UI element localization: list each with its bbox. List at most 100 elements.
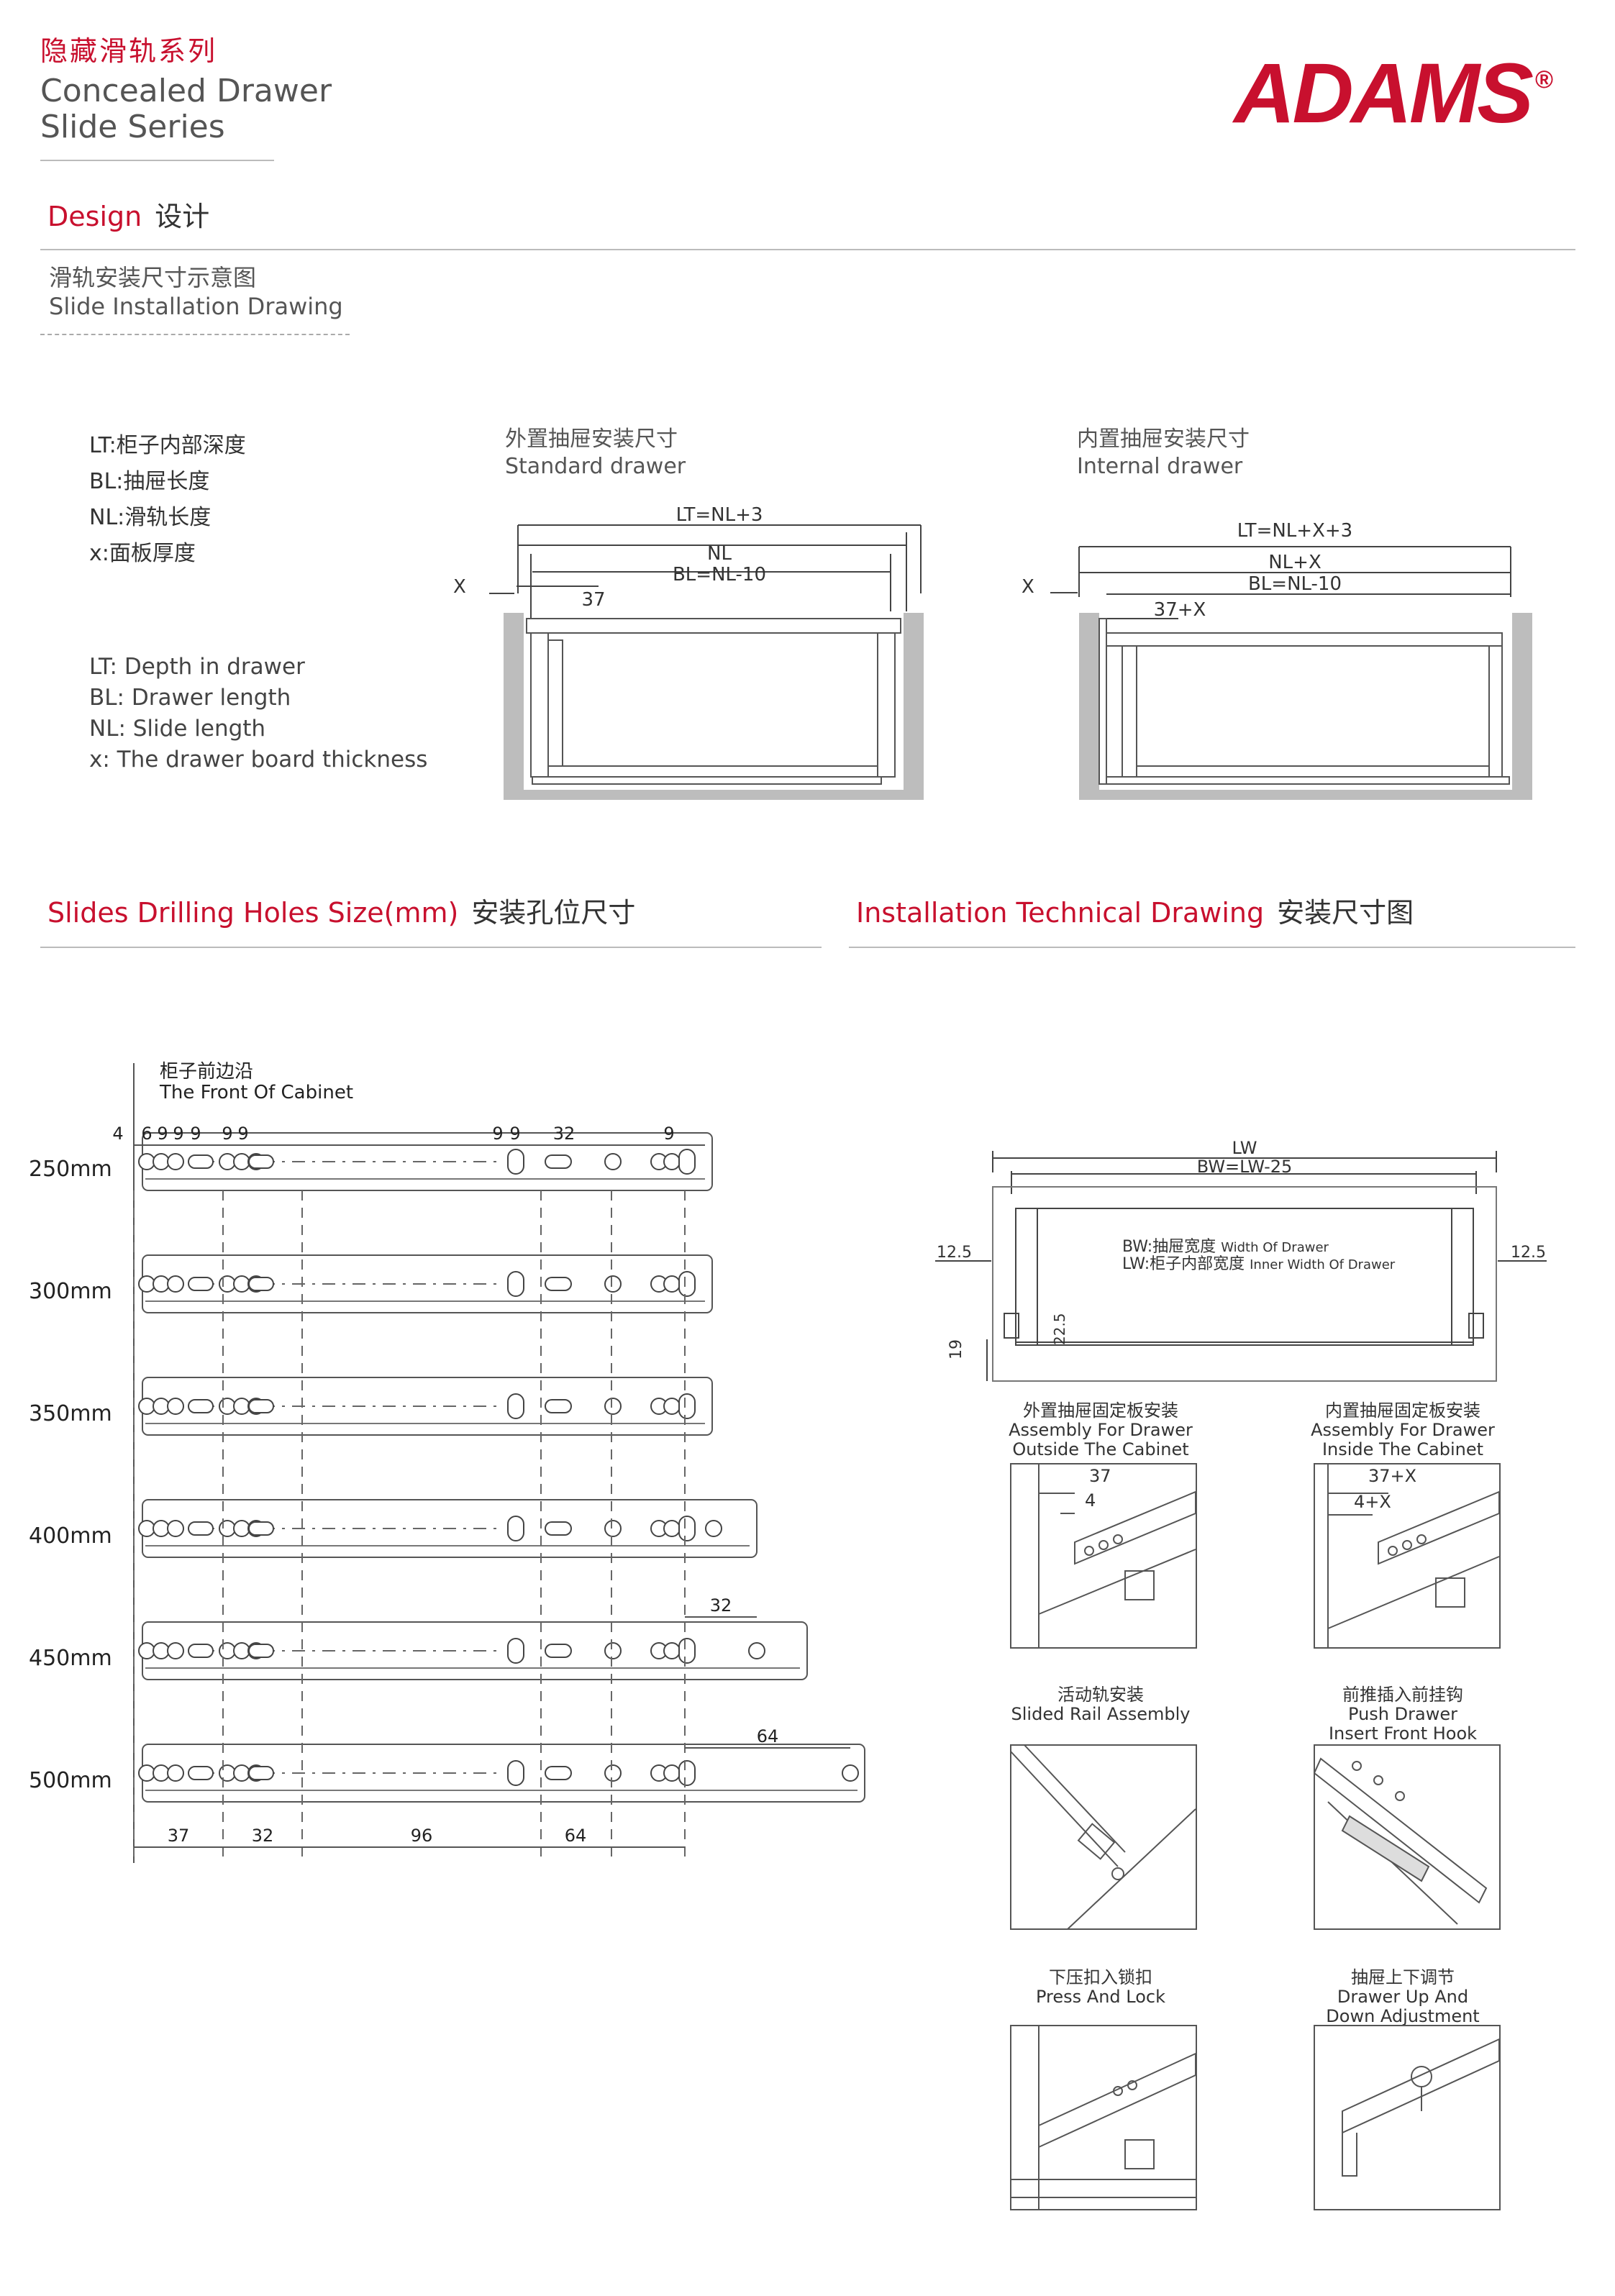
step-4-caption: 前推插入前挂钩 Push Drawer Insert Front Hook (1280, 1685, 1525, 1744)
dim-37-standard: 37 (581, 589, 605, 611)
design-heading-en: Design (47, 201, 142, 232)
standard-cabinet-right (904, 613, 924, 800)
legend-en-nl: NL: Slide length (89, 716, 266, 742)
hole-round (138, 1153, 155, 1170)
cabinet-width-diagram: LW BW=LW-25 12.5 12.5 19 22.5 BW:抽屉宽度 Wi… (935, 1138, 1547, 1382)
hole-round (233, 1642, 250, 1659)
hole-round (153, 1764, 170, 1782)
drill-rail-300mm: 300mm (29, 1254, 713, 1313)
hole-round (604, 1520, 622, 1537)
hole-slot (248, 1521, 274, 1536)
design-rule (40, 249, 1575, 250)
front-of-cabinet-cn: 柜子前边沿 (160, 1061, 253, 1083)
series-title-en-line1: Concealed Drawer (40, 73, 332, 109)
hole-round (167, 1153, 184, 1170)
bottom-dim-label: 96 (411, 1826, 433, 1846)
hole-round (233, 1275, 250, 1293)
hole-oval (507, 1516, 524, 1541)
hole-round (663, 1642, 681, 1659)
hole-round (219, 1642, 236, 1659)
hole-round (663, 1275, 681, 1293)
step-2-cn: 内置抽屉固定板安装 (1325, 1400, 1480, 1421)
header-underline (40, 160, 274, 161)
hole-oval (678, 1393, 696, 1419)
legend-cn-bl: BL:抽屉长度 (89, 469, 210, 494)
hole-round (153, 1642, 170, 1659)
dim-19: 19 (947, 1339, 965, 1359)
dim-12-5-left: 12.5 (937, 1244, 972, 1262)
dim-x-standard: X (453, 576, 466, 598)
step-1-dim-4: 4 (1085, 1490, 1096, 1511)
hole-slot (248, 1399, 274, 1413)
step-5-illustration (1010, 2025, 1197, 2210)
hole-round (167, 1764, 184, 1782)
internal-cabinet-right (1512, 613, 1532, 800)
rail-size-label: 250mm (29, 1157, 112, 1182)
step-2-dim-37x: 37+X (1368, 1466, 1416, 1486)
hole-oval (507, 1393, 524, 1419)
top-dim-label: 9 (663, 1124, 674, 1144)
drilling-holes-diagram: 柜子前边沿 The Front Of Cabinet 250mm300mm350… (29, 1061, 865, 1863)
top-dim-label: 9 (222, 1124, 232, 1144)
legend-en-bl: BL: Drawer length (89, 685, 291, 711)
internal-drawer-title-cn: 内置抽屉安装尺寸 (1077, 427, 1250, 452)
subtitle-dashed-rule (40, 334, 350, 335)
dim-nl-standard: NL (707, 543, 732, 565)
hole-round (138, 1398, 155, 1415)
drill-heading-cn: 安装孔位尺寸 (471, 897, 636, 929)
brand-logo: ADAMS® (1234, 45, 1553, 142)
hole-round (167, 1398, 184, 1415)
dim-bw: BW=LW-25 (1197, 1157, 1293, 1177)
top-dim-label: 9 (237, 1124, 248, 1144)
install-drawing-subtitle: 滑轨安装尺寸示意图 Slide Installation Drawing (49, 263, 343, 321)
step-2-en1: Assembly For Drawer (1311, 1420, 1495, 1440)
hole-round (219, 1520, 236, 1537)
legend-cn: LT:柜子内部深度 BL:抽屉长度 NL:滑轨长度 x:面板厚度 (89, 428, 246, 572)
hole-oval (507, 1149, 524, 1175)
internal-cabinet-floor (1079, 790, 1525, 800)
hole-round (219, 1275, 236, 1293)
hole-slot (545, 1766, 572, 1780)
top-dim-label: 4 (112, 1124, 123, 1144)
hole-round (153, 1275, 170, 1293)
drill-heading: Slides Drilling Holes Size(mm)安装孔位尺寸 (47, 890, 635, 930)
dim-37x-internal: 37+X (1154, 599, 1206, 621)
top-dim-label: 6 (141, 1124, 152, 1144)
legend-en-lt: LT: Depth in drawer (89, 654, 305, 680)
standard-drawer-title: 外置抽屉安装尺寸 Standard drawer (505, 426, 686, 480)
bottom-dim-label: 37 (168, 1826, 190, 1846)
top-dim-label: 9 (173, 1124, 183, 1144)
hole-round (705, 1520, 722, 1537)
legend-en: LT: Depth in drawer BL: Drawer length NL… (89, 652, 427, 775)
hole-round (663, 1398, 681, 1415)
front-of-cabinet-en: The Front Of Cabinet (159, 1082, 353, 1103)
step-3-caption: 活动轨安装 Slided Rail Assembly (978, 1685, 1223, 1724)
hole-slot (248, 1277, 274, 1291)
legend-cn-lt: LT:柜子内部深度 (89, 433, 246, 458)
install-drawing-subtitle-cn: 滑轨安装尺寸示意图 (49, 264, 257, 291)
hole-slot (188, 1521, 214, 1536)
step-1-caption: 外置抽屉固定板安装 Assembly For Drawer Outside Th… (978, 1401, 1223, 1459)
step-6-caption: 抽屉上下调节 Drawer Up And Down Adjustment (1280, 1968, 1525, 2026)
note-bw: BW:抽屉宽度 Width Of Drawer (1122, 1238, 1329, 1256)
hole-round (138, 1642, 155, 1659)
legend-cn-x: x:面板厚度 (89, 541, 196, 566)
step-2-dim-4x: 4+X (1354, 1492, 1391, 1512)
dim-lt-internal: LT=NL+X+3 (1237, 520, 1352, 542)
dim-lw: LW (1232, 1138, 1257, 1158)
step-4-en1: Push Drawer (1348, 1704, 1457, 1724)
install-rule (849, 947, 1575, 948)
drill-rule (40, 947, 822, 948)
hole-round (233, 1520, 250, 1537)
step-5-caption: 下压扣入锁扣 Press And Lock (978, 1968, 1223, 2007)
drill-rail-500mm: 500mm (29, 1744, 865, 1803)
hole-round (604, 1153, 622, 1170)
dim-lt-standard: LT=NL+3 (676, 504, 763, 526)
hole-round (153, 1153, 170, 1170)
series-title-en: Concealed Drawer Slide Series (40, 73, 332, 145)
rail-size-label: 500mm (29, 1768, 112, 1793)
hole-round (233, 1764, 250, 1782)
dim-x-internal: X (1022, 576, 1034, 598)
